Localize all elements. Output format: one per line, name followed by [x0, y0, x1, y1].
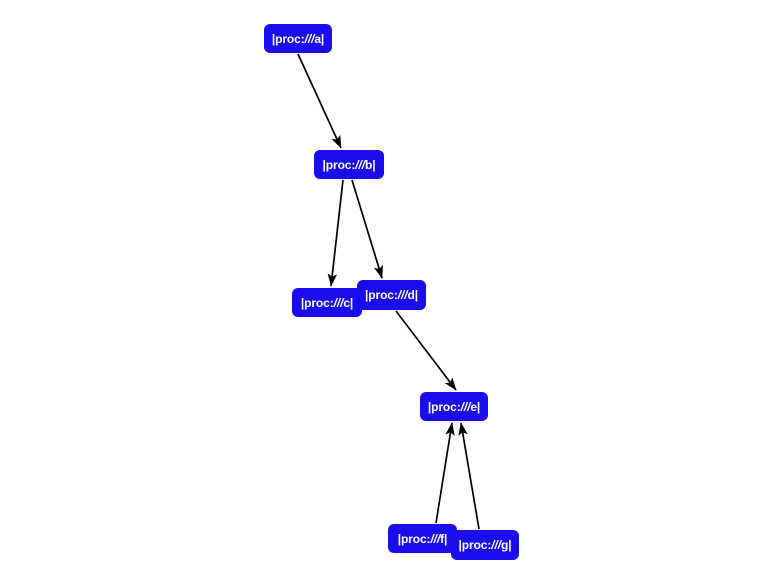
node-label-separator-b: ///	[355, 157, 365, 172]
node-label-separator-a: ///	[304, 31, 315, 46]
node-label-suffix-a: a|	[314, 31, 325, 46]
node-label-prefix-g: |proc:	[458, 538, 492, 552]
node-label-suffix-c: c|	[343, 295, 354, 310]
graph-node-g[interactable]: |proc:///g|	[451, 530, 519, 560]
node-label-separator-e: ///	[460, 399, 471, 414]
graph-node-d[interactable]: |proc:///d|	[357, 280, 426, 310]
node-label-c: |proc:///c|	[301, 297, 353, 309]
graph-edge-a-b	[297, 53, 342, 149]
node-label-separator-d: ///	[397, 288, 408, 302]
node-label-suffix-d: d|	[407, 288, 418, 302]
node-label-e: |proc:///e|	[428, 401, 480, 413]
graph-edge-f-e	[435, 422, 455, 524]
node-label-suffix-e: e|	[470, 399, 481, 414]
node-label-separator-c: ///	[333, 295, 344, 310]
node-label-g: |proc:///g|	[459, 539, 512, 551]
node-label-prefix-d: |proc:	[365, 288, 398, 302]
node-label-suffix-f: f|	[440, 531, 448, 546]
node-label-f: |proc:///f|	[398, 533, 448, 545]
node-label-prefix-c: |proc:	[300, 295, 334, 310]
node-label-separator-g: ///	[491, 538, 501, 552]
node-label-prefix-b: |proc:	[322, 157, 356, 172]
graph-node-c[interactable]: |proc:///c|	[292, 288, 362, 317]
graph-edge-b-d	[351, 179, 383, 279]
graph-node-f[interactable]: |proc:///f|	[388, 524, 457, 553]
graph-node-b[interactable]: |proc:///b|	[314, 150, 384, 179]
node-label-suffix-g: g|	[500, 538, 512, 552]
node-label-suffix-b: b|	[364, 157, 376, 172]
node-label-b: |proc:///b|	[323, 159, 376, 171]
graph-edge-g-e	[458, 422, 480, 530]
node-label-a: |proc:///a|	[272, 33, 324, 45]
graph-edge-d-e	[395, 310, 457, 391]
node-label-prefix-a: |proc:	[271, 31, 305, 46]
node-label-prefix-e: |proc:	[427, 399, 461, 414]
node-label-prefix-f: |proc:	[397, 531, 431, 546]
node-label-d: |proc:///d|	[365, 289, 418, 301]
graph-edge-b-c	[327, 179, 344, 287]
node-label-separator-f: ///	[430, 531, 441, 546]
graph-node-a[interactable]: |proc:///a|	[264, 24, 332, 53]
graph-node-e[interactable]: |proc:///e|	[420, 392, 488, 421]
